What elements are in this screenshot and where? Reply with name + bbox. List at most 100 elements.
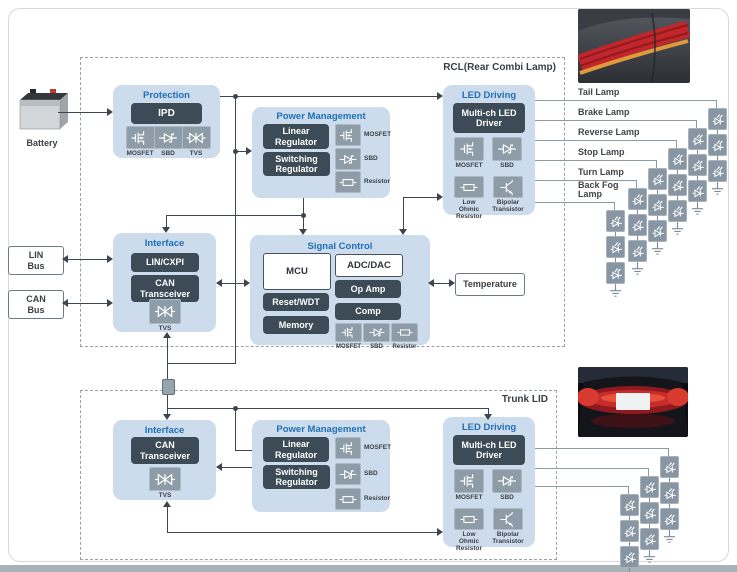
lamp-wire	[614, 202, 615, 210]
tvs-label: TVS	[158, 325, 172, 332]
component-bipolar-transistor: Bipolar Transistor	[491, 176, 525, 214]
power-management-block-rcl: Power Management Linear Regulator Switch…	[252, 107, 391, 198]
signal-control-block: Signal Control MCU ADC/DAC Reset/WDT Mem…	[250, 235, 430, 350]
interface-block-trunk: Interface CAN Transceiver TVS	[113, 420, 216, 500]
sbd-label: SBD	[161, 150, 175, 157]
chain-link	[697, 202, 698, 205]
multich-led-driver-chip: Multi-ch LED Driver	[453, 103, 525, 133]
wire	[168, 363, 236, 364]
wire	[167, 532, 437, 533]
junction-dot	[233, 149, 238, 154]
trunk-section-label: Trunk LID	[501, 394, 548, 405]
arrowhead	[428, 279, 434, 287]
tvs-icon	[149, 299, 181, 324]
led-icon	[660, 508, 679, 530]
sbd-icon	[363, 323, 390, 342]
chain-link	[697, 150, 698, 154]
sbd-label: SBD	[370, 344, 383, 350]
component-sbd: SBD	[363, 323, 390, 350]
resistor-icon	[391, 323, 418, 342]
tvs-icon	[149, 467, 181, 491]
component-resistor: Resistor	[391, 323, 418, 350]
component-mosfet: MOSFET	[335, 437, 391, 459]
protection-block: Protection IPD MOSFET SBD TVS	[113, 85, 220, 158]
can-bus-box: CAN Bus	[8, 290, 64, 319]
arrowhead	[216, 279, 222, 287]
led-chain-back-fog	[606, 210, 625, 298]
component-sbd: SBD	[335, 148, 378, 170]
arrowhead	[62, 299, 68, 307]
lamp-label-reverse: Reverse Lamp	[578, 127, 640, 137]
wire	[235, 450, 252, 451]
wire	[167, 507, 168, 532]
chain-link	[697, 176, 698, 180]
wire	[403, 197, 437, 198]
lamp-wire	[656, 160, 657, 168]
chain-link	[717, 156, 718, 160]
led-icon	[640, 502, 659, 524]
sbd-icon	[153, 126, 183, 149]
low-ohmic-resistor-icon	[454, 508, 484, 530]
lamp-wire	[535, 120, 696, 121]
reset-wdt-chip: Reset/WDT	[263, 293, 329, 311]
led-driving-title: LED Driving	[461, 422, 517, 433]
power-management-block-trunk: Power Management Linear Regulator Switch…	[252, 420, 391, 512]
sbd-label: SBD	[500, 494, 514, 501]
led-icon	[640, 476, 659, 498]
arrowhead	[107, 299, 113, 307]
ground-icon	[642, 553, 657, 564]
mosfet-icon	[335, 323, 362, 342]
wire	[68, 259, 107, 260]
arrowhead	[216, 463, 222, 471]
led-icon	[708, 108, 727, 130]
sbd-icon	[492, 137, 522, 161]
wire	[167, 408, 488, 409]
comp-chip: Comp	[335, 303, 401, 320]
sbd-label: SBD	[364, 154, 378, 162]
wire	[58, 112, 108, 113]
led-icon	[640, 528, 659, 550]
mosfet-icon	[335, 124, 361, 146]
lamp-wire	[535, 202, 614, 203]
resistor-label: Resistor	[364, 494, 391, 502]
wire	[235, 96, 236, 363]
can-bus-label: CAN Bus	[26, 293, 46, 315]
led-icon	[688, 128, 707, 150]
led-icon	[620, 520, 639, 542]
lamp-wire	[535, 100, 716, 101]
arrowhead	[437, 528, 443, 536]
mosfet-label: MOSFET	[336, 344, 361, 350]
chain-link	[669, 478, 670, 482]
chain-link	[637, 262, 638, 265]
wire	[236, 151, 246, 152]
lamp-wire	[535, 180, 636, 181]
lamp-wire	[648, 468, 649, 476]
component-low-ohmic-resistor: Low Ohmic Resistor	[453, 176, 485, 220]
rcl-section-label: RCL(Rear Combi Lamp)	[443, 62, 556, 73]
mosfet-label: MOSFET	[126, 150, 154, 157]
led-icon	[668, 148, 687, 170]
led-driving-title: LED Driving	[461, 90, 517, 101]
arrowhead	[107, 108, 113, 116]
chain-link	[677, 196, 678, 200]
component-mosfet: MOSFET	[453, 469, 485, 502]
mosfet-icon	[125, 126, 155, 149]
wire	[167, 338, 168, 414]
led-chain-turn	[628, 188, 647, 276]
switching-regulator-chip: Switching Regulator	[263, 465, 330, 489]
ground-icon	[662, 533, 677, 544]
led-chain-tail	[708, 108, 727, 196]
lin-bus-label: LIN Bus	[27, 249, 45, 271]
linear-regulator-chip: Linear Regulator	[263, 437, 329, 462]
chain-link	[657, 216, 658, 220]
component-resistor: Resistor	[335, 171, 390, 193]
led-icon	[708, 160, 727, 182]
mosfet-label: MOSFET	[455, 494, 483, 501]
memory-chip: Memory	[263, 316, 329, 334]
sbd-icon	[335, 463, 361, 485]
can-transceiver-chip: CAN Transceiver	[131, 437, 199, 464]
chain-link	[637, 236, 638, 240]
chain-link	[629, 516, 630, 520]
component-sbd: SBD	[491, 469, 523, 502]
lamp-label-back-fog: Back Fog Lamp	[578, 180, 619, 200]
